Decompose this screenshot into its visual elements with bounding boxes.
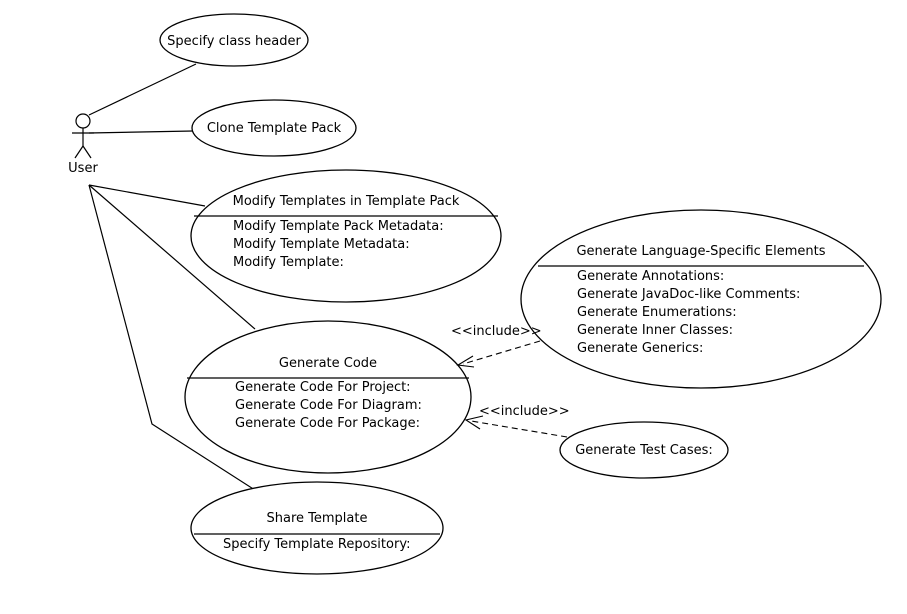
extension-point: Modify Template Pack Metadata:	[233, 219, 444, 234]
use-case-title: Share Template	[267, 511, 368, 526]
extension-point: Generate Annotations:	[577, 269, 724, 284]
use-case-title: Generate Code	[279, 356, 377, 371]
use-case-ellipse	[190, 169, 502, 303]
use-case-share-template[interactable]: Share Template Specify Template Reposito…	[190, 481, 444, 575]
extension-point: Generate Code For Project:	[235, 380, 411, 395]
actor-right-leg	[82, 145, 92, 159]
use-case-title: Generate Language-Specific Elements	[576, 244, 825, 259]
actor-label: User	[68, 161, 98, 176]
include-arrowhead	[464, 415, 484, 430]
use-case-ellipse	[159, 13, 309, 67]
include-dashed-line	[462, 340, 541, 365]
use-case-generate-test-cases[interactable]: Generate Test Cases:	[559, 421, 729, 479]
extension-point: Generate JavaDoc-like Comments:	[577, 287, 800, 302]
use-case-title: Clone Template Pack	[207, 121, 342, 136]
use-case-title: Modify Templates in Template Pack	[233, 194, 460, 209]
use-case-specify-class-header[interactable]: Specify class header	[159, 13, 309, 67]
association-generate-code	[88, 184, 256, 330]
use-case-ellipse	[184, 320, 472, 474]
association-specify-class-header	[88, 63, 197, 116]
use-case-clone-template-pack[interactable]: Clone Template Pack	[191, 99, 357, 157]
use-case-title: Specify class header	[167, 34, 301, 49]
extension-point: Generate Inner Classes:	[577, 323, 733, 338]
association-share-template	[88, 184, 259, 493]
include-dashed-line	[470, 420, 568, 438]
use-case-modify-templates[interactable]: Modify Templates in Template Pack Modify…	[190, 169, 502, 303]
use-case-ellipse	[520, 209, 882, 389]
use-case-ellipse	[559, 421, 729, 479]
use-case-ellipse	[191, 99, 357, 157]
use-case-generate-code[interactable]: Generate Code Generate Code For Project:…	[184, 320, 472, 474]
actor-user[interactable]: User	[68, 113, 98, 176]
extension-point: Generate Generics:	[577, 341, 703, 356]
association-modify-templates	[88, 184, 206, 207]
extension-point: Modify Template Metadata:	[233, 237, 410, 252]
extension-point: Modify Template:	[233, 255, 344, 270]
use-case-title: Generate Test Cases:	[575, 443, 713, 458]
include-arrowhead	[456, 355, 475, 368]
include-stereotype-label: <<include>>	[479, 404, 570, 419]
include-test-cases: <<include>>	[464, 404, 570, 438]
extension-point: Generate Code For Package:	[235, 416, 420, 431]
extension-point: Specify Template Repository:	[223, 537, 410, 552]
actor-head	[75, 113, 91, 129]
association-clone-template-pack	[88, 130, 194, 134]
include-stereotype-label: <<include>>	[451, 324, 542, 339]
actor-left-leg	[74, 145, 84, 159]
use-case-ellipse	[190, 481, 444, 575]
extension-point: Generate Code For Diagram:	[235, 398, 422, 413]
use-case-generate-language-specific-elements[interactable]: Generate Language-Specific Elements Gene…	[520, 209, 882, 389]
include-language-specific: <<include>>	[451, 324, 542, 368]
extension-point: Generate Enumerations:	[577, 305, 737, 320]
